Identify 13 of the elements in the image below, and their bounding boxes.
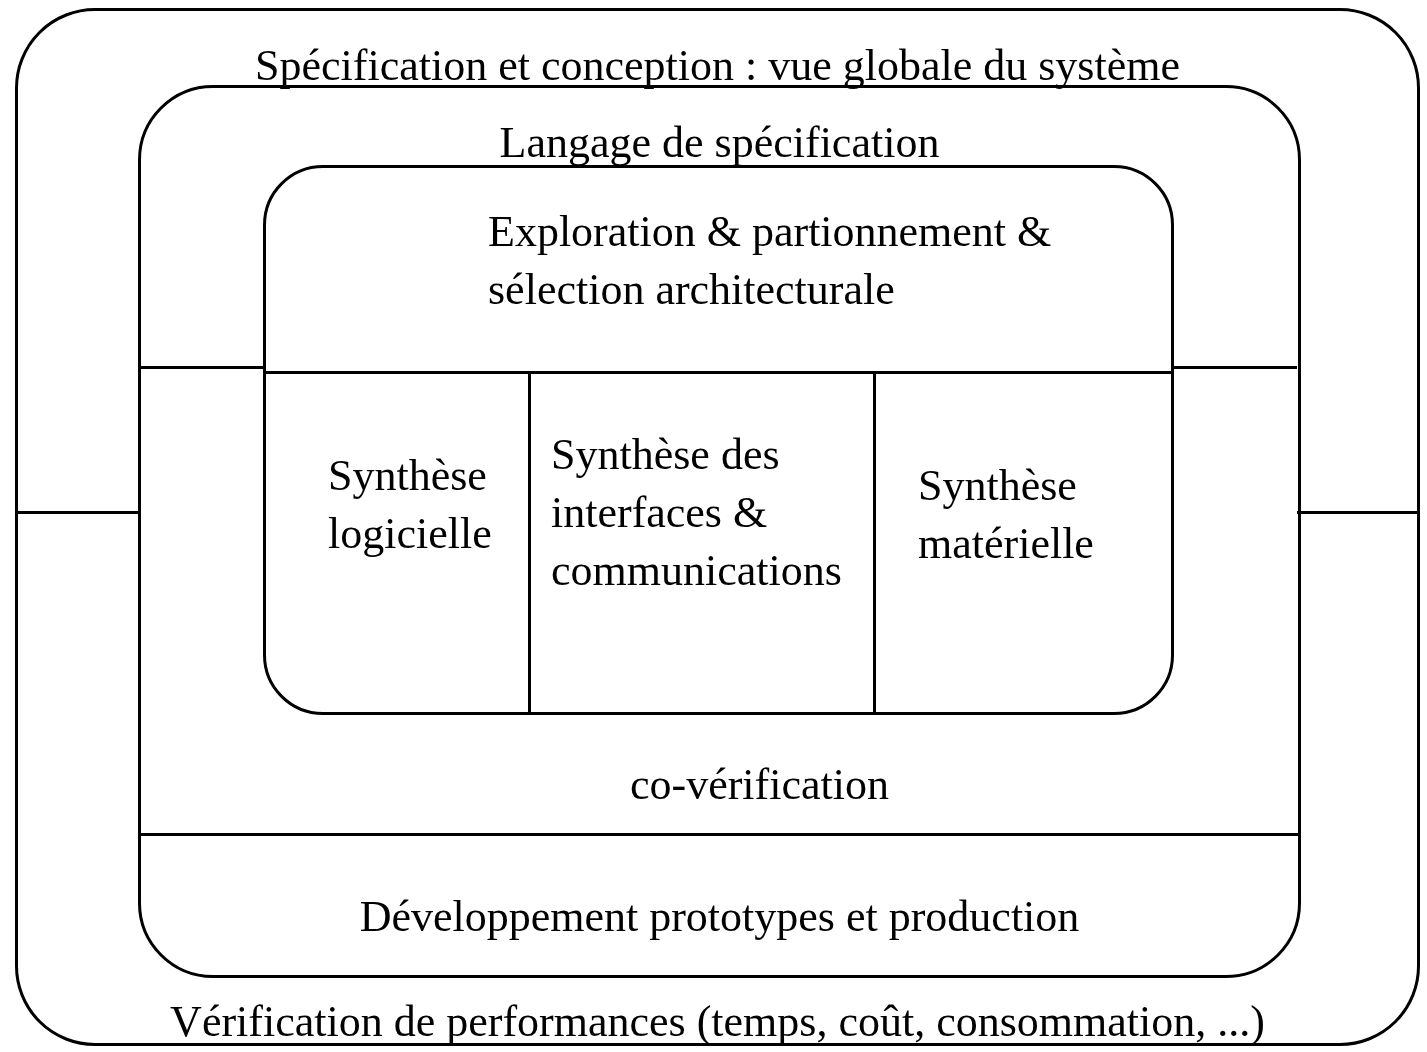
heading-text: Langage de spécification [498,117,941,169]
section-label: Développement prototypes et production [358,891,1081,943]
section-label: co-vérification [629,759,890,811]
column-label: Synthèse logicielle [328,450,493,560]
footer-text: Vérification de performances (temps, coût, consommation, ...) [169,996,1266,1048]
outer-frame [15,8,1420,1046]
rounded-box [263,165,1174,715]
heading-text: Exploration & partionnement & sélection architecturale [488,206,1053,316]
heading-text: Spécification et conception : vue globale du système [254,40,1181,92]
column-panel [528,371,876,715]
column-label: Synthèse matérielle [918,460,1095,570]
column-panel [873,371,1174,715]
column-label: Synthèse des interfaces & communications [551,429,843,597]
